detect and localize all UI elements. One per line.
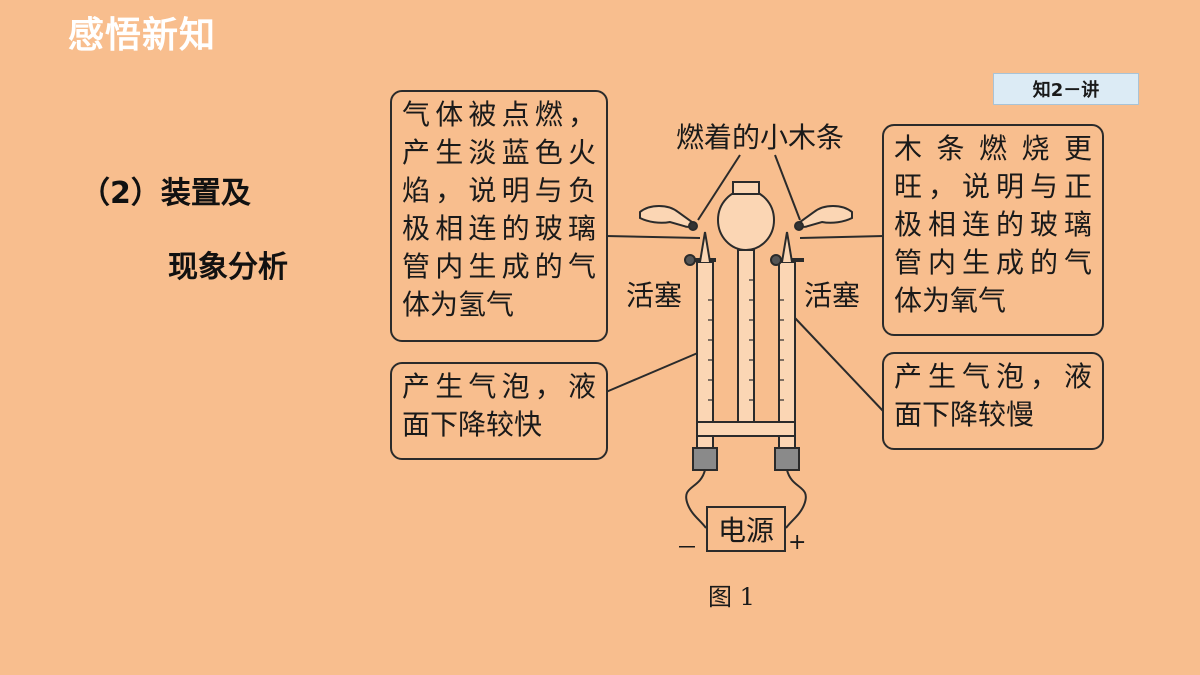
callout-line: 产生气泡，液	[402, 370, 596, 403]
callout-line: 管内生成的气	[402, 250, 596, 283]
callout-line: 气体被点燃，	[402, 98, 596, 131]
stopcock-right-knob	[770, 254, 782, 266]
left-nozzle	[699, 231, 711, 263]
callout-line: 产生淡蓝色火	[402, 136, 596, 169]
lecture-tag: 知2－讲	[993, 73, 1139, 105]
callout-line: 极相连的玻璃	[402, 212, 596, 245]
reservoir-bulb	[717, 189, 775, 251]
slide-title: 感悟新知	[68, 15, 217, 56]
wire-negative	[685, 469, 707, 529]
leader-top-label-left	[697, 154, 741, 221]
callout-positive-electrode: 产生气泡，液 面下降较慢	[882, 352, 1104, 450]
callout-line: 体为氢气	[402, 288, 515, 321]
leader-top-right	[799, 235, 885, 239]
right-splint-tip	[794, 221, 804, 231]
wire-positive	[785, 469, 807, 529]
bottom-connector	[696, 421, 796, 437]
right-nozzle	[781, 231, 793, 263]
leader-top-label-right	[774, 154, 801, 221]
callout-line: 焰，说明与负	[402, 174, 596, 207]
left-hand	[639, 205, 694, 228]
stopcock-right-label: 活塞	[804, 279, 861, 312]
callout-negative-electrode: 产生气泡，液 面下降较快	[390, 362, 608, 460]
stopcock-left-label: 活塞	[626, 279, 683, 312]
power-supply: 电源	[706, 506, 786, 552]
callout-line: 木条燃烧更	[894, 132, 1092, 165]
left-electrode-cap	[692, 447, 718, 471]
section-heading-continued: 现象分析	[168, 250, 288, 285]
callout-line: 管内生成的气	[894, 246, 1092, 279]
callout-line: 极相连的玻璃	[894, 208, 1092, 241]
section-heading: （2）装置及	[80, 176, 251, 211]
right-tube	[778, 261, 796, 449]
center-tube	[737, 249, 755, 429]
callout-line: 体为氧气	[894, 284, 1007, 317]
callout-line: 面下降较慢	[894, 398, 1035, 431]
figure-caption: 图 1	[708, 583, 755, 611]
callout-oxygen-test: 木条燃烧更 旺，说明与正 极相连的玻璃 管内生成的气 体为氧气	[882, 124, 1104, 336]
callout-line: 面下降较快	[402, 408, 543, 441]
stopcock-left-knob	[684, 254, 696, 266]
right-hand	[798, 205, 853, 228]
burning-splint-label: 燃着的小木条	[676, 121, 845, 154]
negative-terminal-sign: －	[676, 536, 699, 561]
reservoir-neck	[732, 181, 760, 195]
callout-line: 旺，说明与正	[894, 170, 1092, 203]
left-tube	[696, 261, 714, 449]
leader-bottom-left	[605, 351, 701, 393]
leader-bottom-right	[794, 317, 885, 413]
callout-line: 产生气泡，液	[894, 360, 1092, 393]
leader-top-left	[605, 235, 701, 239]
power-supply-label: 电源	[717, 514, 774, 547]
left-splint-tip	[688, 221, 698, 231]
positive-terminal-sign: +	[788, 530, 807, 555]
callout-hydrogen-test: 气体被点燃， 产生淡蓝色火 焰，说明与负 极相连的玻璃 管内生成的气 体为氢气	[390, 90, 608, 342]
right-electrode-cap	[774, 447, 800, 471]
